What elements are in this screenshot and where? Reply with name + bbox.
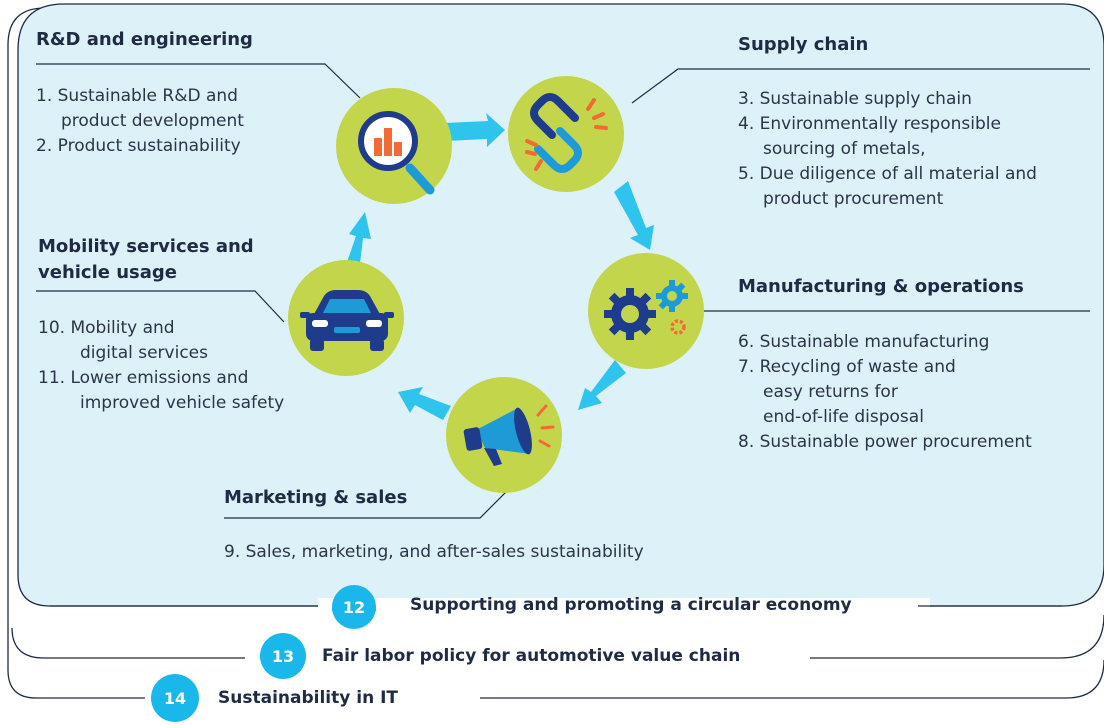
mobility-title-line2: vehicle usage	[38, 262, 178, 283]
mobility-leader-line	[36, 290, 285, 323]
arrow-mfg-to-marketing	[578, 360, 626, 410]
mfg-item-7-cont-2: end-of-life disposal	[763, 407, 924, 427]
rd-item-2: 2. Product sustainability	[36, 136, 241, 156]
supply-item-5-cont: product procurement	[763, 189, 944, 209]
supply-title: Supply chain	[738, 34, 869, 55]
panel-mid-13	[11, 614, 1104, 659]
supply-item-3: 3. Sustainable supply chain	[738, 89, 972, 109]
broken-chain-icon	[525, 93, 608, 173]
badge-13: 13	[260, 633, 306, 679]
mfg-item-6: 6. Sustainable manufacturing	[738, 332, 990, 352]
mfg-item-7: 7. Recycling of waste and	[738, 357, 956, 377]
mobility-item-10: 10. Mobility and	[38, 318, 175, 338]
rd-items: 1. Sustainable R&D and product developme…	[36, 84, 244, 159]
mobility-items: 10. Mobility and digital services 11. Lo…	[38, 316, 284, 416]
supply-items: 3. Sustainable supply chain 4. Environme…	[738, 87, 1037, 212]
badge-14-label: Sustainability in IT	[218, 688, 399, 708]
mobility-item-11: 11. Lower emissions and	[38, 368, 249, 388]
badge-12-label: Supporting and promoting a circular econ…	[410, 595, 852, 615]
mfg-item-7-cont-1: easy returns for	[763, 382, 898, 402]
badge-12: 12	[332, 585, 376, 629]
mobility-title-line1: Mobility services and	[38, 236, 254, 257]
rd-item-1: 1. Sustainable R&D and	[36, 86, 238, 106]
arrow-supply-to-mfg	[614, 181, 654, 250]
supply-item-5: 5. Due diligence of all material and	[738, 164, 1037, 184]
car-icon	[300, 290, 394, 351]
badge-14-number: 14	[164, 689, 186, 708]
supply-item-4: 4. Environmentally responsible	[738, 114, 1001, 134]
gears-icon	[604, 280, 688, 340]
marketing-item-9: 9. Sales, marketing, and after-sales sus…	[224, 542, 644, 562]
badge-14: 14	[151, 674, 199, 722]
mobility-item-11-cont: improved vehicle safety	[80, 393, 285, 413]
badge-12-gap	[318, 598, 930, 612]
mfg-title: Manufacturing & operations	[738, 276, 1024, 297]
arrow-rd-to-supply	[445, 113, 505, 147]
magnifier-chart-icon	[358, 111, 435, 195]
mfg-item-8: 8. Sustainable power procurement	[738, 432, 1032, 452]
mobility-title: Mobility services and vehicle usage	[38, 234, 254, 286]
badge-13-number: 13	[272, 647, 294, 666]
mobility-item-10-cont: digital services	[80, 343, 208, 363]
badge-12-number: 12	[343, 598, 365, 617]
arrow-mobility-to-rd	[344, 212, 371, 272]
cycle-arrows	[344, 113, 654, 420]
mfg-items: 6. Sustainable manufacturing 7. Recyclin…	[738, 330, 1032, 455]
arrow-marketing-to-mobility	[398, 387, 451, 420]
megaphone-icon	[463, 404, 555, 466]
marketing-leader-line	[224, 487, 511, 519]
supply-item-4-cont: sourcing of metals,	[763, 139, 926, 159]
badge-13-label: Fair labor policy for automotive value c…	[322, 646, 741, 666]
supply-leader-line	[631, 68, 1090, 104]
rd-title: R&D and engineering	[36, 29, 253, 50]
marketing-title: Marketing & sales	[224, 487, 408, 508]
panel-inner-12	[17, 3, 1104, 607]
rd-item-1-cont: product development	[61, 111, 244, 131]
rd-leader-line	[36, 63, 361, 99]
